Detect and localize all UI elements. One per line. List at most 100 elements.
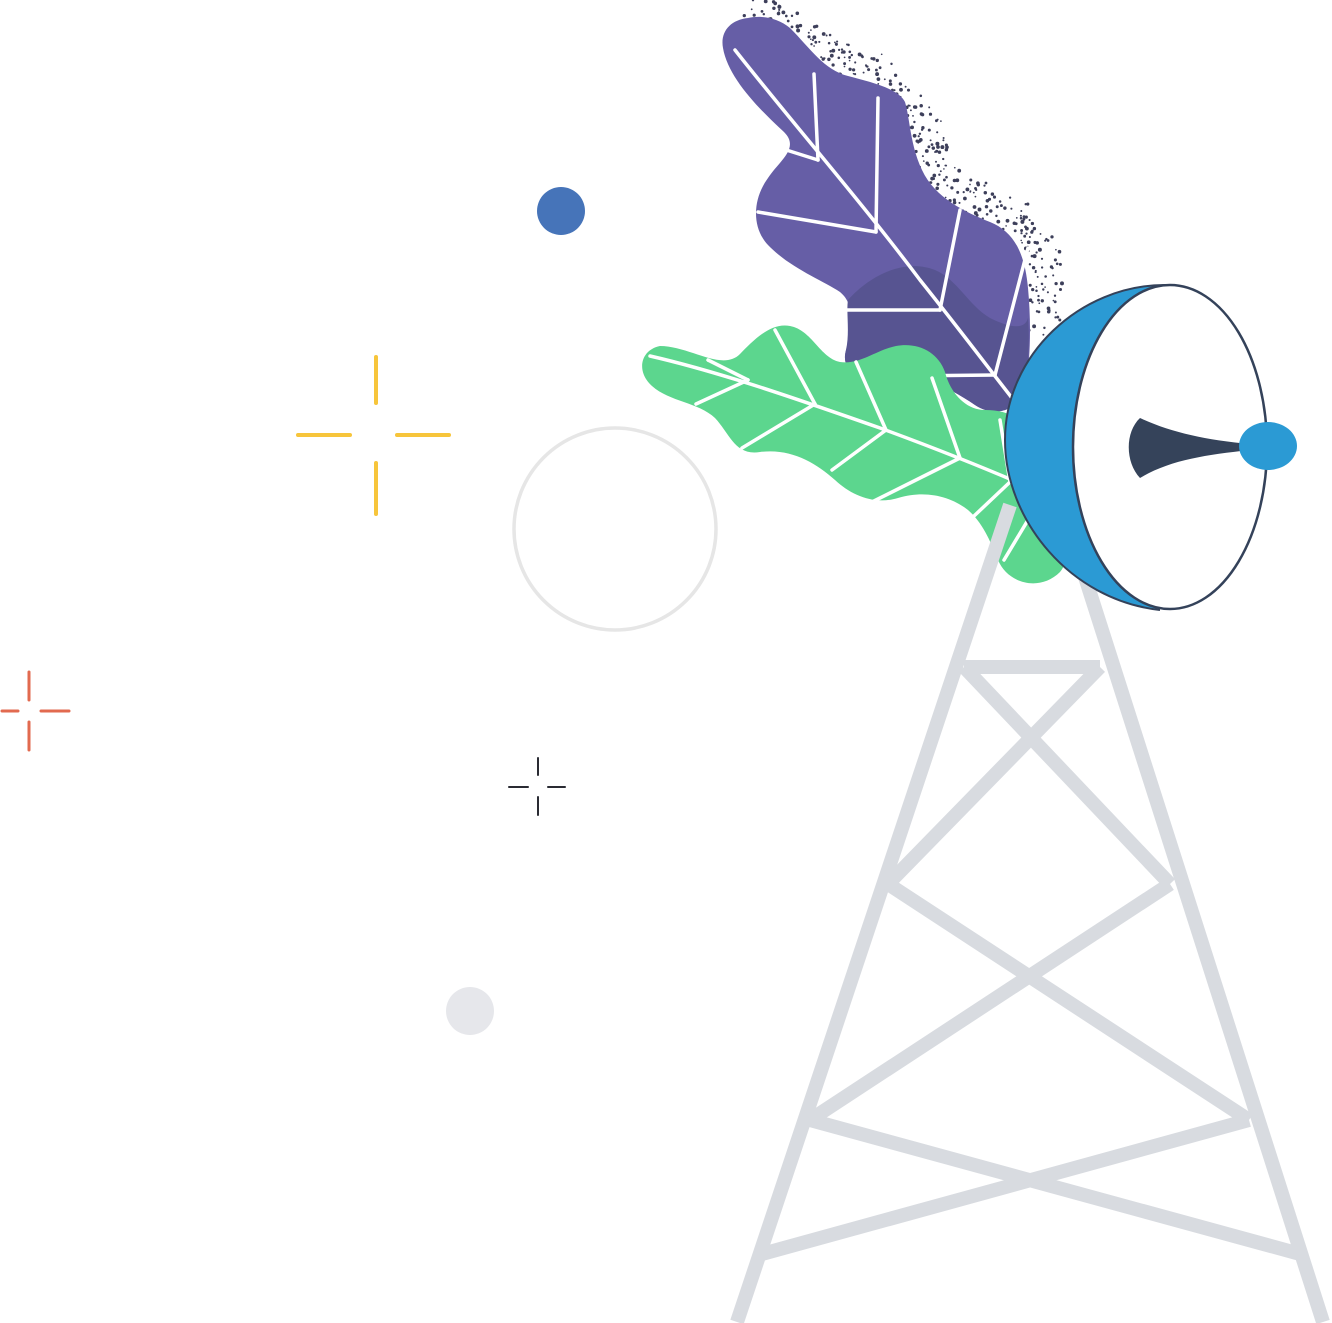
speckle-dot xyxy=(917,141,920,144)
speckle-dot xyxy=(1044,239,1047,242)
speckle-dot xyxy=(1037,310,1041,314)
speckle-dot xyxy=(1019,216,1023,220)
speckle-dot xyxy=(937,150,942,154)
speckle-dot xyxy=(920,113,925,117)
speckle-dot xyxy=(969,183,971,186)
speckle-dot xyxy=(893,73,898,77)
speckle-dot xyxy=(956,190,960,194)
speckle-dot xyxy=(867,68,871,72)
speckle-dot xyxy=(940,145,945,150)
speckle-dot xyxy=(862,71,865,74)
speckle-dot xyxy=(771,0,776,4)
speckle-dot xyxy=(864,64,868,67)
speckle-dot xyxy=(1053,294,1057,297)
speckle-dot xyxy=(1037,298,1040,302)
speckle-dot xyxy=(1013,229,1017,233)
speckle-dot xyxy=(880,53,883,56)
speckle-dot xyxy=(942,139,945,142)
speckle-dot xyxy=(935,141,940,146)
speckle-dot xyxy=(843,56,846,59)
speckle-dot xyxy=(973,211,978,216)
speckle-dot xyxy=(810,43,813,46)
speckle-dot xyxy=(898,82,903,86)
speckle-dot xyxy=(1020,210,1023,212)
speckle-dot xyxy=(927,128,931,132)
speckle-dot xyxy=(1053,300,1057,304)
speckle-dot xyxy=(1054,281,1058,286)
speckle-dot xyxy=(944,143,948,147)
speckle-dot xyxy=(848,55,852,59)
speckle-dot xyxy=(763,0,768,4)
speckle-dot xyxy=(870,57,874,60)
speckle-dot xyxy=(1005,225,1007,227)
speckle-dot xyxy=(987,197,992,201)
speckle-dot xyxy=(846,43,848,46)
speckle-dot xyxy=(1035,286,1038,288)
speckle-dot xyxy=(957,168,962,173)
radio-tower-icon xyxy=(730,502,1330,1323)
speckle-dot xyxy=(908,104,911,107)
speckle-dot xyxy=(1035,310,1039,313)
speckle-dot xyxy=(848,50,852,54)
speckle-dot xyxy=(1028,283,1032,287)
speckle-dot xyxy=(984,181,988,185)
speckle-dot xyxy=(962,190,965,194)
speckle-dot xyxy=(1003,206,1007,210)
speckle-dot xyxy=(999,204,1003,208)
speckle-dot xyxy=(1034,271,1037,274)
speckle-dot xyxy=(827,41,831,45)
speckle-dot xyxy=(936,145,940,149)
speckle-dot xyxy=(1051,266,1054,270)
speckle-dot xyxy=(778,8,781,11)
speckle-dot xyxy=(1056,315,1060,319)
speckle-dot xyxy=(944,196,947,199)
speckle-dot xyxy=(1058,318,1062,322)
speckle-dot xyxy=(1044,286,1046,288)
speckle-dot xyxy=(930,143,934,146)
speckle-dot xyxy=(930,176,934,181)
speckle-dot xyxy=(1031,265,1036,270)
speckle-dot xyxy=(938,173,941,176)
speckle-dot xyxy=(762,12,766,16)
speckle-dot xyxy=(996,219,1001,224)
speckle-dot xyxy=(931,146,936,150)
speckle-dot xyxy=(1024,215,1028,219)
speckle-dot xyxy=(952,198,956,202)
speckle-dot xyxy=(796,28,801,33)
speckle-dot xyxy=(912,105,917,109)
speckle-dot xyxy=(751,0,755,2)
speckle-dot xyxy=(1043,326,1046,330)
speckle-dot xyxy=(798,23,803,28)
speckle-dot xyxy=(795,24,800,29)
speckle-dot xyxy=(929,139,932,142)
speckle-dot xyxy=(823,57,826,60)
green-leaf-icon xyxy=(642,325,1067,584)
speckle-dot xyxy=(1053,258,1057,262)
speckle-dot xyxy=(917,135,920,138)
speckle-dot xyxy=(1030,221,1035,226)
speckle-dot xyxy=(998,200,1002,203)
speckle-dot xyxy=(1060,281,1064,286)
speckle-dot xyxy=(995,205,999,209)
speckle-dot xyxy=(1020,239,1022,242)
speckle-dot xyxy=(829,53,834,58)
speckle-dot xyxy=(1055,248,1057,251)
speckle-dot xyxy=(831,48,836,53)
speckle-dot xyxy=(1040,282,1044,286)
speckle-dot xyxy=(1037,294,1040,298)
speckle-dot xyxy=(952,200,957,205)
speckle-dot xyxy=(875,58,879,63)
speckle-dot xyxy=(1008,196,1012,199)
speckle-dot xyxy=(942,157,945,161)
speckle-dot xyxy=(989,209,993,213)
speckle-dot xyxy=(924,149,929,153)
speckle-dot xyxy=(1036,275,1039,278)
speckle-dot xyxy=(918,138,923,142)
speckle-dot xyxy=(772,6,776,11)
speckle-dot xyxy=(760,10,764,13)
yellow-sparkle-icon xyxy=(296,355,451,516)
speckle-dot xyxy=(1042,288,1045,291)
speckle-dot xyxy=(777,4,782,9)
speckle-dot xyxy=(752,13,756,17)
speckle-dot xyxy=(1039,232,1042,235)
